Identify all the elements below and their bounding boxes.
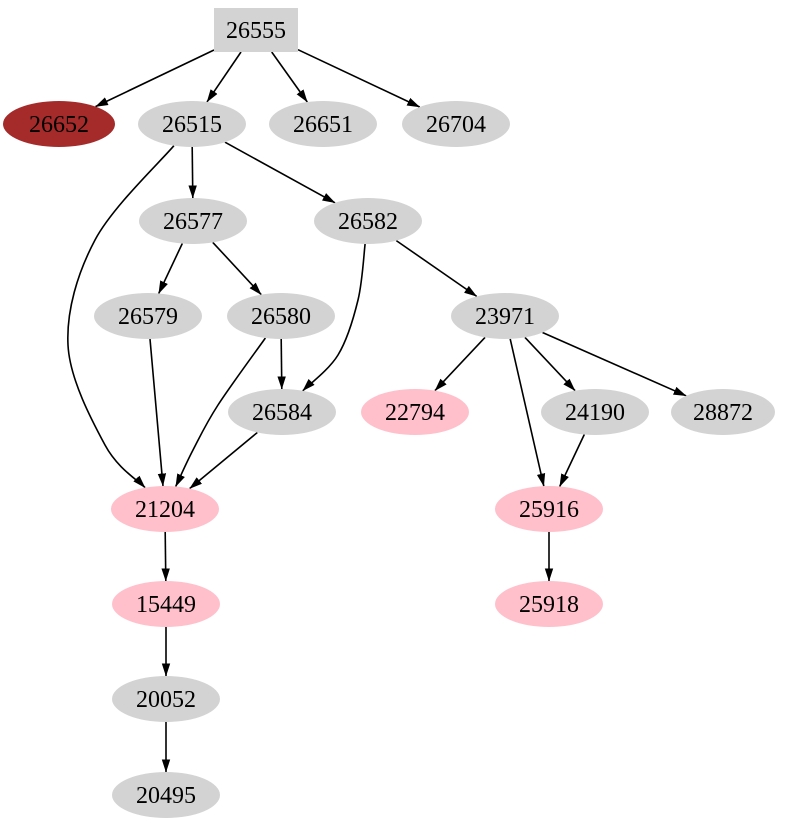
node-label: 26652 (29, 112, 89, 138)
node-label: 23971 (475, 304, 535, 330)
edge-23971-24190 (524, 336, 576, 392)
node-ellipse-shape (495, 581, 603, 627)
edge-23971-25916 (509, 338, 546, 487)
node-label: 22794 (385, 400, 445, 426)
graph-node-25918: 25918 (495, 581, 603, 627)
graph-node-26704: 26704 (402, 101, 510, 147)
edge-26582-23971 (395, 239, 478, 298)
node-label: 28872 (693, 400, 753, 426)
edge-26555-26652 (95, 49, 215, 108)
graph-node-20052: 20052 (112, 676, 220, 722)
node-ellipse-shape (112, 772, 220, 818)
edge-26515-26582 (224, 141, 336, 204)
graph-node-20495: 20495 (112, 772, 220, 818)
edges-layer (67, 48, 687, 773)
node-ellipse-shape (3, 101, 115, 147)
edge-26577-26580 (212, 241, 262, 296)
node-ellipse-shape (269, 101, 377, 147)
graph-node-26579: 26579 (94, 293, 202, 339)
graph-node-21204: 21204 (111, 486, 219, 532)
node-label: 20495 (136, 783, 196, 809)
edge-26577-26579 (157, 243, 184, 294)
node-ellipse-shape (361, 389, 469, 435)
node-label: 26580 (251, 304, 311, 330)
nodes-layer: 26555 26652 26515 26651 26704 26577 26582 26579… (3, 8, 775, 818)
graph-node-26555: 26555 (214, 8, 298, 52)
node-label: 26582 (338, 209, 398, 235)
node-label: 20052 (136, 687, 196, 713)
node-label: 26577 (163, 209, 223, 235)
node-ellipse-shape (541, 389, 649, 435)
edge-26580-21204 (174, 337, 267, 487)
node-ellipse-shape (227, 293, 335, 339)
graph-node-23971: 23971 (451, 293, 559, 339)
edge-26584-21204 (189, 431, 258, 490)
graph-node-22794: 22794 (361, 389, 469, 435)
node-label: 24190 (565, 400, 625, 426)
graph-node-15449: 15449 (112, 581, 220, 627)
node-label: 21204 (135, 497, 195, 523)
edge-23971-22794 (434, 336, 486, 392)
graph-node-26515: 26515 (138, 101, 246, 147)
edge-23971-28872 (542, 331, 687, 397)
edge-21204-15449 (161, 531, 170, 582)
graph-node-24190: 24190 (541, 389, 649, 435)
node-label: 25918 (519, 592, 579, 618)
edge-26582-26584 (302, 243, 366, 392)
edge-26555-26515 (206, 51, 242, 103)
node-label: 25916 (519, 497, 579, 523)
graph-node-26580: 26580 (227, 293, 335, 339)
node-label: 26579 (118, 304, 178, 330)
edge-26579-21204 (149, 338, 167, 487)
node-box-shape (214, 8, 298, 52)
node-label: 26704 (426, 112, 486, 138)
edge-26515-21204 (67, 145, 175, 489)
graph-node-26577: 26577 (139, 198, 247, 244)
graph-node-26582: 26582 (314, 198, 422, 244)
edge-26580-26584 (277, 338, 286, 390)
node-label: 26515 (162, 112, 222, 138)
node-ellipse-shape (495, 486, 603, 532)
graph-node-25916: 25916 (495, 486, 603, 532)
graph-node-26652: 26652 (3, 101, 115, 147)
node-ellipse-shape (112, 676, 220, 722)
edge-26555-26704 (297, 48, 421, 108)
node-ellipse-shape (314, 198, 422, 244)
node-ellipse-shape (138, 101, 246, 147)
graph-node-26651: 26651 (269, 101, 377, 147)
edge-26555-26651 (271, 51, 308, 103)
node-ellipse-shape (139, 198, 247, 244)
node-ellipse-shape (402, 101, 510, 147)
edge-24190-25916 (558, 434, 586, 487)
node-ellipse-shape (671, 389, 775, 435)
node-ellipse-shape (451, 293, 559, 339)
node-label: 15449 (136, 592, 196, 618)
node-ellipse-shape (94, 293, 202, 339)
node-label: 26555 (226, 18, 286, 44)
graph-node-26584: 26584 (228, 389, 336, 435)
node-ellipse-shape (112, 581, 220, 627)
node-ellipse-shape (228, 389, 336, 435)
node-ellipse-shape (111, 486, 219, 532)
node-label: 26651 (293, 112, 353, 138)
node-label: 26584 (252, 400, 312, 426)
edge-26515-26577 (188, 146, 197, 199)
graph-node-28872: 28872 (671, 389, 775, 435)
